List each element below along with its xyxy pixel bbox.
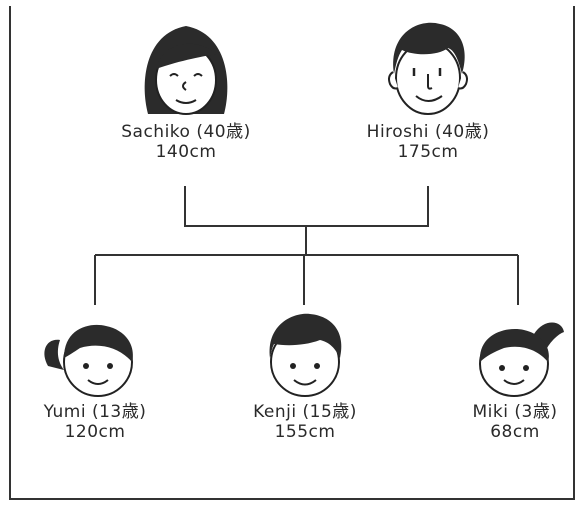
long-hair-woman-face-icon [144,26,228,115]
person-sachiko: Sachiko (40歳) 140cm [86,14,286,162]
person-height: 155cm [274,422,336,442]
person-name: Yumi (13歳) [43,402,147,422]
person-yumi: Yumi (13歳) 120cm [0,308,190,442]
person-height: 140cm [155,142,217,162]
person-name: Hiroshi (40歳) [366,122,490,142]
person-height: 120cm [64,422,126,442]
person-miki: Miki (3歳) 68cm [420,308,587,442]
diagram-frame [9,6,575,500]
person-kenji: Kenji (15歳) 155cm [210,308,400,442]
person-name: Sachiko (40歳) [121,122,251,142]
person-name: Kenji (15歳) [253,402,357,422]
small-girl-ponytail-face-icon [479,322,564,397]
boy-face-icon [269,313,342,397]
man-face-icon [388,22,468,115]
parents-connector-line [184,186,429,227]
person-height: 175cm [397,142,459,162]
person-height: 68cm [490,422,540,442]
person-name: Miki (3歳) [472,402,558,422]
person-hiroshi: Hiroshi (40歳) 175cm [328,14,528,162]
girl-side-ponytail-face-icon [44,324,133,397]
